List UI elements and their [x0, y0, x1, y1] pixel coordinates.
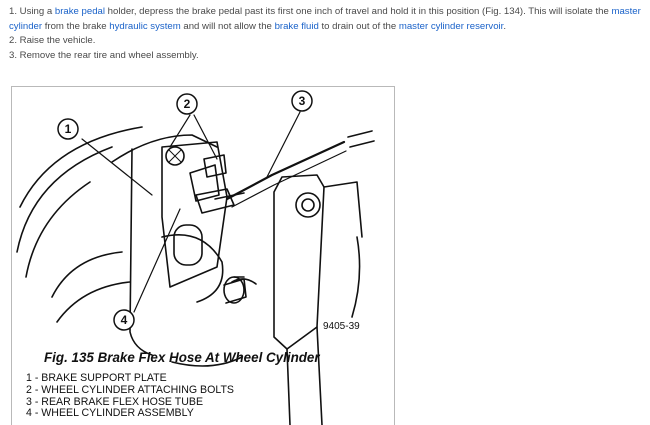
step-text: to drain out of the [318, 20, 399, 32]
callout-3-label: 3 [299, 94, 306, 108]
figure-caption: Fig. 135 Brake Flex Hose At Wheel Cylind… [44, 350, 320, 365]
callout-2-circle [176, 93, 198, 115]
brake-assembly-illustration: 2 3 1 4 [16, 90, 375, 425]
figure-code: 9405-39 [323, 321, 360, 332]
link-master-cylinder[interactable]: master cylinder [9, 6, 641, 32]
step-text: from the brake [42, 20, 110, 32]
step-1: 1. Using a brake pedal holder, depress t… [9, 5, 641, 34]
link-master-cylinder-reservoir[interactable]: master cylinder reservoir [398, 20, 504, 32]
legend-item: 1 - BRAKE SUPPORT PLATE [26, 372, 167, 384]
link-brake-fluid[interactable]: brake fluid [274, 20, 319, 32]
callout-1-label: 1 [65, 122, 72, 136]
callout-3-circle [291, 90, 313, 112]
callout-4-circle [113, 309, 135, 331]
step-2: 2. Raise the vehicle. [9, 35, 96, 46]
link-brake-pedal[interactable]: brake pedal [54, 6, 106, 17]
step-text: . [503, 20, 507, 32]
figure-legend: 1 - BRAKE SUPPORT PLATE 2 - WHEEL CYLIND… [26, 372, 234, 420]
step-text: 1. Using a [9, 6, 55, 17]
callout-1-circle [57, 118, 79, 140]
link-hydraulic-system[interactable]: hydraulic system [109, 20, 181, 32]
legend-item: 2 - WHEEL CYLINDER ATTACHING BOLTS [26, 383, 234, 396]
instruction-steps: 1. Using a brake pedal holder, depress t… [9, 5, 641, 63]
brake-flex-hose-figure: 2 3 1 4 [11, 86, 395, 425]
step-text: holder, depress the brake pedal past its… [105, 6, 612, 17]
callout-4-label: 4 [121, 313, 128, 327]
legend-item: 4 - WHEEL CYLINDER ASSEMBLY [26, 407, 194, 420]
step-3: 3. Remove the rear tire and wheel assemb… [9, 49, 199, 61]
step-text: and will not allow the [180, 20, 275, 32]
callout-2-label: 2 [184, 97, 191, 111]
legend-item: 3 - REAR BRAKE FLEX HOSE TUBE [26, 395, 204, 408]
